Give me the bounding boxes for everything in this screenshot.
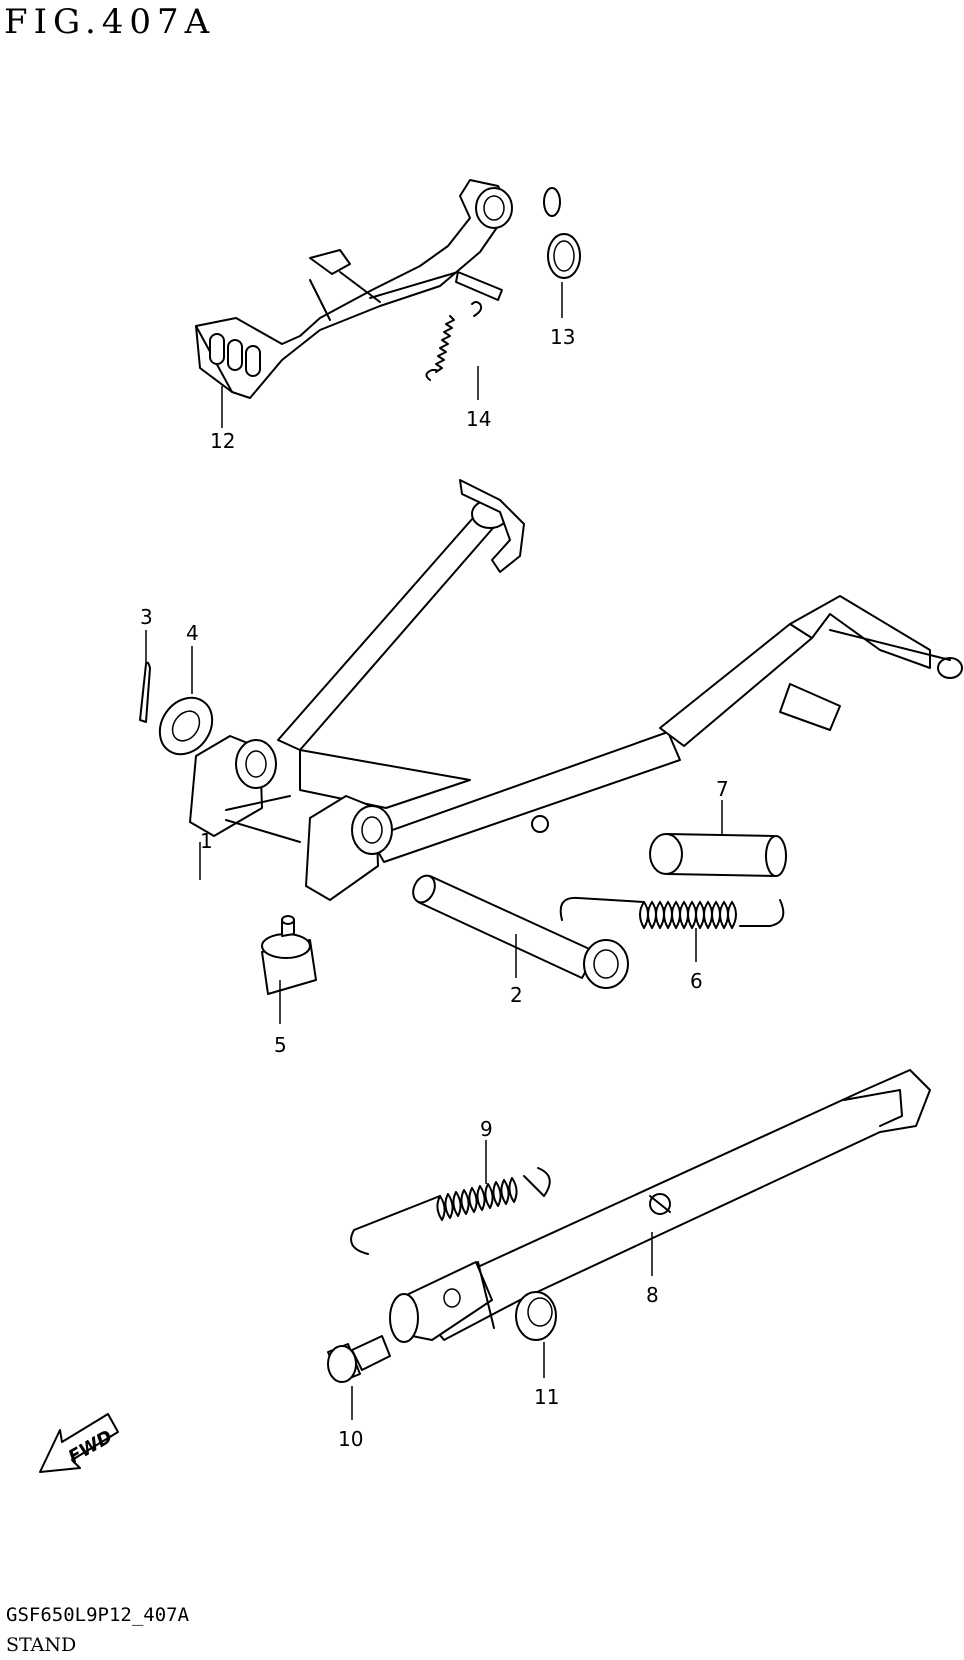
cotter-pin-3: [139, 661, 151, 723]
callout-14: 14: [466, 407, 491, 431]
shaft-2: [412, 874, 629, 989]
callout-11: 11: [534, 1385, 559, 1409]
callout-10: 10: [338, 1427, 363, 1451]
spring-9: [350, 1167, 551, 1255]
diagram-code: GSF650L9P12_407A: [6, 1604, 190, 1626]
callout-13: 13: [550, 325, 575, 349]
leader-lines: [145, 282, 723, 1420]
callout-labels: 1 2 3 4 5 6 7 8 9 10 11 12 13 14: [140, 325, 729, 1451]
callout-6: 6: [690, 969, 703, 993]
fwd-arrow-icon: FWD: [39, 1413, 119, 1473]
bush-7: [649, 833, 787, 877]
callout-2: 2: [510, 983, 523, 1007]
figure-title: FIG.407A: [4, 2, 216, 42]
callout-7: 7: [716, 777, 729, 801]
bolt-10: [327, 1335, 391, 1383]
brake-pedal: [195, 179, 561, 399]
spring-14: [425, 301, 483, 381]
callout-1: 1: [200, 829, 213, 853]
center-stand-frame: [189, 479, 963, 901]
callout-5: 5: [274, 1033, 287, 1057]
diagram-name: STAND: [6, 1634, 77, 1656]
callout-4: 4: [186, 621, 199, 645]
callout-3: 3: [140, 605, 153, 629]
callout-8: 8: [646, 1283, 659, 1307]
washer-13: [547, 233, 581, 279]
stopper-5: [261, 915, 317, 995]
spring-6: [559, 896, 785, 929]
nut-11: [515, 1291, 557, 1341]
callout-12: 12: [210, 429, 235, 453]
side-stand-8: [389, 1069, 931, 1343]
callout-9: 9: [480, 1117, 493, 1141]
washer-4: [158, 696, 214, 756]
